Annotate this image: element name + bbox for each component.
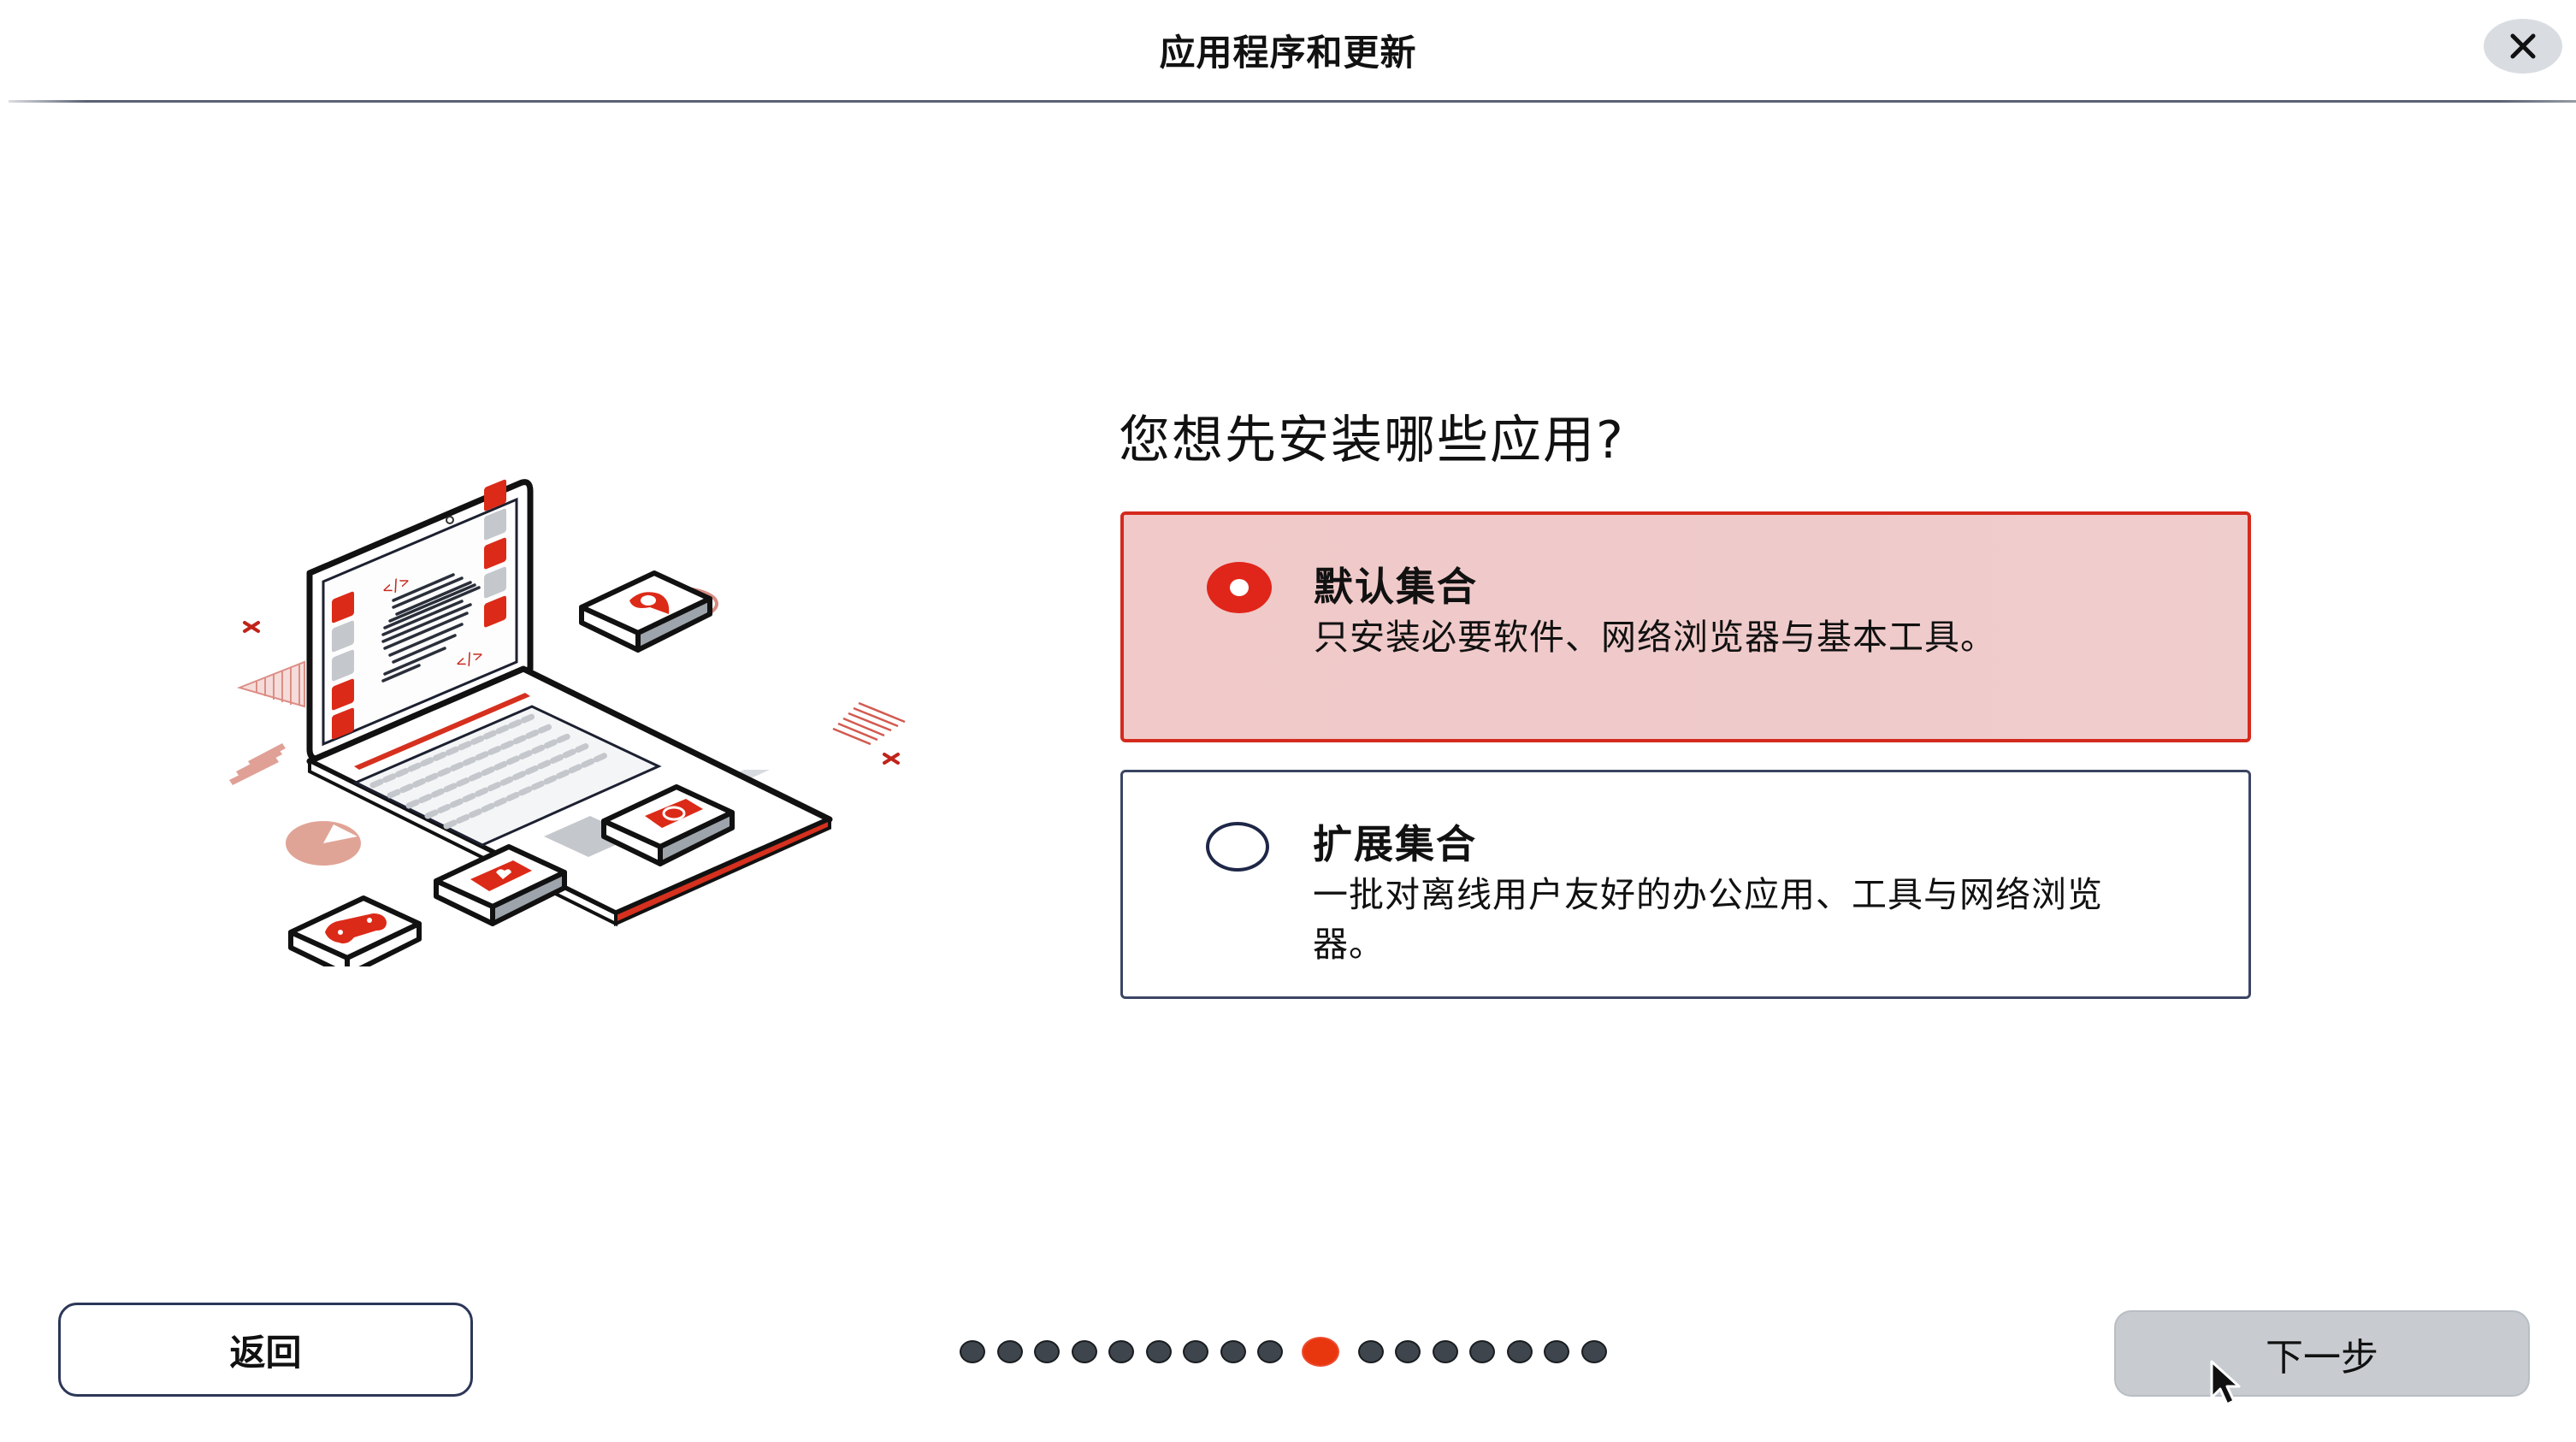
- question-heading: 您想先安装哪些应用?: [1119, 411, 1625, 470]
- step-dot[interactable]: [1257, 1339, 1283, 1363]
- step-dot[interactable]: [1183, 1339, 1208, 1363]
- option-description: 一批对离线用户友好的办公应用、工具与网络浏览器。: [1313, 874, 2103, 965]
- step-dot[interactable]: [960, 1339, 985, 1363]
- step-pager: [960, 1334, 1607, 1368]
- close-icon: [2510, 33, 2536, 59]
- step-dot[interactable]: [1506, 1339, 1533, 1363]
- next-button[interactable]: 下一步: [2114, 1310, 2530, 1397]
- option-description: 只安装必要软件、网络浏览器与基本工具。: [1314, 617, 1996, 658]
- step-dot[interactable]: [1071, 1339, 1097, 1363]
- step-dot[interactable]: [1395, 1339, 1421, 1363]
- mouse-pointer-icon: [2210, 1360, 2241, 1406]
- header-divider: [9, 100, 2576, 103]
- step-dot-current[interactable]: [1301, 1336, 1339, 1367]
- step-dot[interactable]: [1034, 1339, 1060, 1363]
- step-dot[interactable]: [1220, 1339, 1246, 1363]
- gamepad-icon: [288, 895, 422, 966]
- stripes-icon: [832, 701, 906, 746]
- close-button[interactable]: [2484, 19, 2562, 74]
- window-title: 应用程序和更新: [1159, 32, 1417, 74]
- laptop-illustration: </> </>: [229, 479, 906, 966]
- step-dot[interactable]: [1357, 1339, 1384, 1363]
- step-dot[interactable]: [1469, 1339, 1495, 1363]
- header: 应用程序和更新: [0, 0, 2576, 103]
- radio-selected-icon[interactable]: [1207, 562, 1272, 613]
- option-default-collection[interactable]: 默认集合 只安装必要软件、网络浏览器与基本工具。: [1120, 511, 2251, 742]
- step-dot[interactable]: [1108, 1339, 1134, 1363]
- next-button-label: 下一步: [2266, 1335, 2378, 1380]
- step-dot[interactable]: [1544, 1339, 1569, 1363]
- back-button[interactable]: 返回: [58, 1303, 473, 1397]
- step-dot[interactable]: [1580, 1339, 1607, 1363]
- laptop-icon: </> </>: [306, 479, 833, 927]
- heart-message-icon: [434, 844, 567, 926]
- radio-unselected-icon[interactable]: [1206, 822, 1269, 872]
- pie-chart-icon: [286, 821, 361, 866]
- step-dot[interactable]: [1432, 1339, 1458, 1363]
- option-title: 默认集合: [1314, 564, 1478, 610]
- option-extended-collection[interactable]: 扩展集合 一批对离线用户友好的办公应用、工具与网络浏览器。: [1120, 770, 2251, 999]
- bars-icon: [229, 743, 286, 785]
- step-dot[interactable]: [996, 1339, 1023, 1363]
- hatched-shape-icon: [236, 660, 305, 708]
- step-dot[interactable]: [1145, 1339, 1172, 1363]
- option-title: 扩展集合: [1313, 821, 1477, 867]
- location-pin-icon: [579, 570, 712, 653]
- camera-icon: [601, 784, 735, 866]
